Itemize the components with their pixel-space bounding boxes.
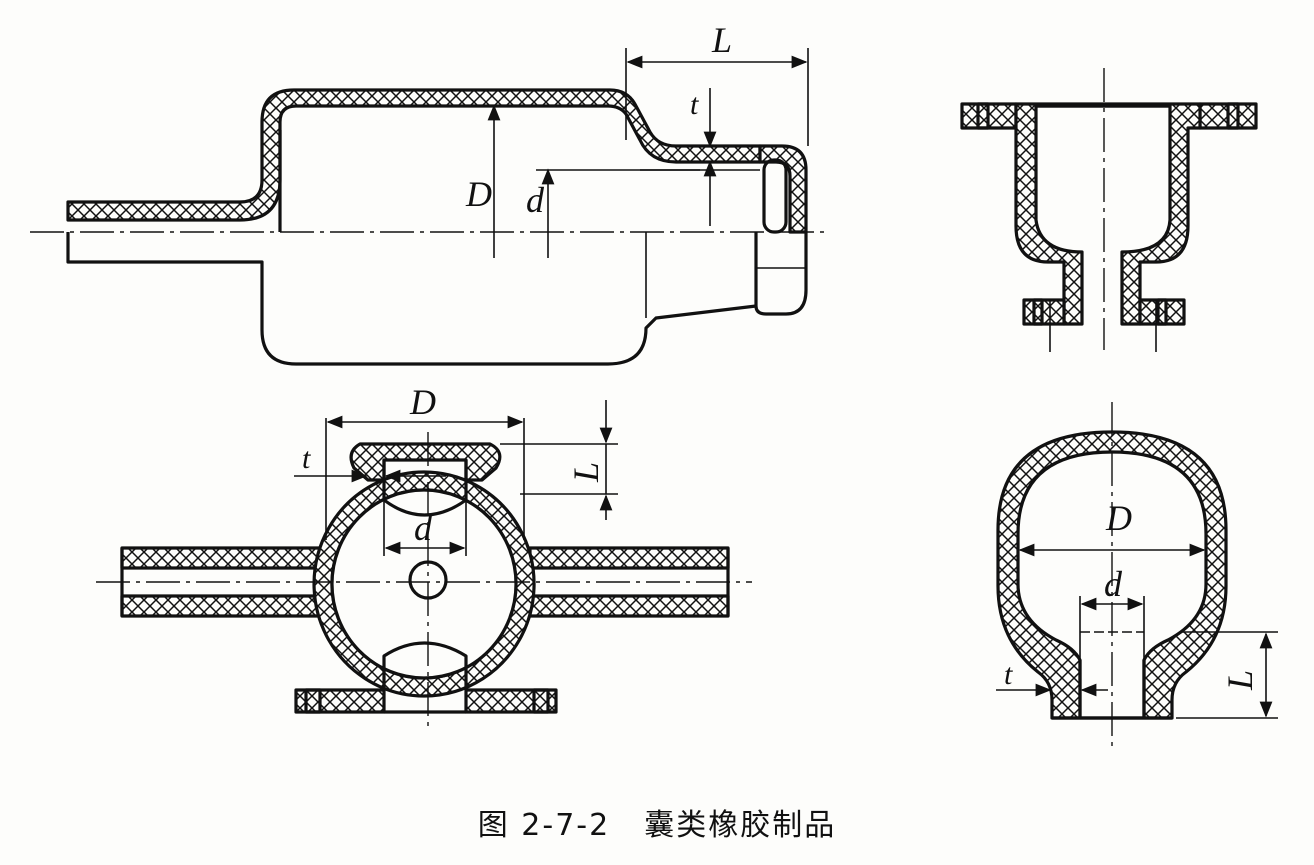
top-left-dim-L: L (711, 20, 732, 60)
bottom-right-dim-t: t (1004, 658, 1013, 691)
top-left-lower-bead (754, 232, 808, 316)
top-left-dim-D: D (465, 174, 492, 214)
top-right-cup-wall (1014, 102, 1202, 326)
figure-caption: 图 2-7-2 囊类橡胶制品 (0, 800, 1314, 844)
top-right-flange-left-hole (976, 102, 990, 130)
bottom-right-dim-D: D (1105, 498, 1132, 538)
bottom-left-dim-L: L (566, 462, 606, 483)
bottom-right-dim-L-ext (1176, 631, 1278, 719)
top-right-base-right-hole (1156, 298, 1168, 326)
top-left-lower-outline (66, 232, 757, 366)
bottom-left-flange-hole-left (304, 688, 322, 714)
top-right-flange-right-hole (1226, 102, 1240, 130)
bottom-left-tube-left-bottom (120, 594, 328, 618)
top-left-dim-d: d (526, 180, 545, 220)
view-top-left-bag: D d t L (30, 20, 830, 366)
bottom-left-cavity (330, 488, 518, 680)
bottom-left-tube-right-bottom (528, 594, 730, 618)
bottom-right-dim-d-ext (1079, 596, 1145, 660)
bottom-left-dim-d-ext (383, 500, 467, 556)
bottom-right-dim-d: d (1104, 564, 1123, 604)
top-left-dim-t: t (690, 88, 699, 121)
bottom-left-tube-left-top (120, 546, 328, 570)
bottom-right-neck-inner (1078, 660, 1146, 718)
bottom-left-tube-right-top (528, 546, 730, 570)
view-bottom-right-dome: D d t L (996, 402, 1278, 746)
bottom-left-dim-L-ext (500, 443, 618, 495)
figure-title: 囊类橡胶制品 (644, 808, 837, 843)
view-bottom-left-sphere: D d t L (96, 382, 752, 730)
top-left-upper-bead (758, 144, 808, 234)
bottom-right-dim-L: L (1220, 670, 1260, 691)
top-left-upper-wall (66, 88, 762, 222)
bottom-left-dim-D: D (409, 382, 436, 422)
bottom-left-flange-hole-right (532, 688, 550, 714)
top-right-base-right (1138, 298, 1186, 326)
bottom-left-dim-d: d (414, 508, 433, 548)
top-right-base-ext (1049, 300, 1157, 352)
figure-number: 图 2-7-2 (477, 808, 611, 843)
top-left-bead-inner (762, 158, 788, 234)
bottom-left-dim-t: t (302, 442, 311, 475)
bottom-left-top-neck-inner (382, 460, 468, 517)
bottom-left-bottom-neck (382, 641, 468, 690)
top-right-base-left-hole (1032, 298, 1044, 326)
top-right-base-left (1022, 298, 1066, 326)
view-top-right-cup (960, 68, 1258, 352)
bottom-left-dim-D-ext (325, 418, 525, 540)
